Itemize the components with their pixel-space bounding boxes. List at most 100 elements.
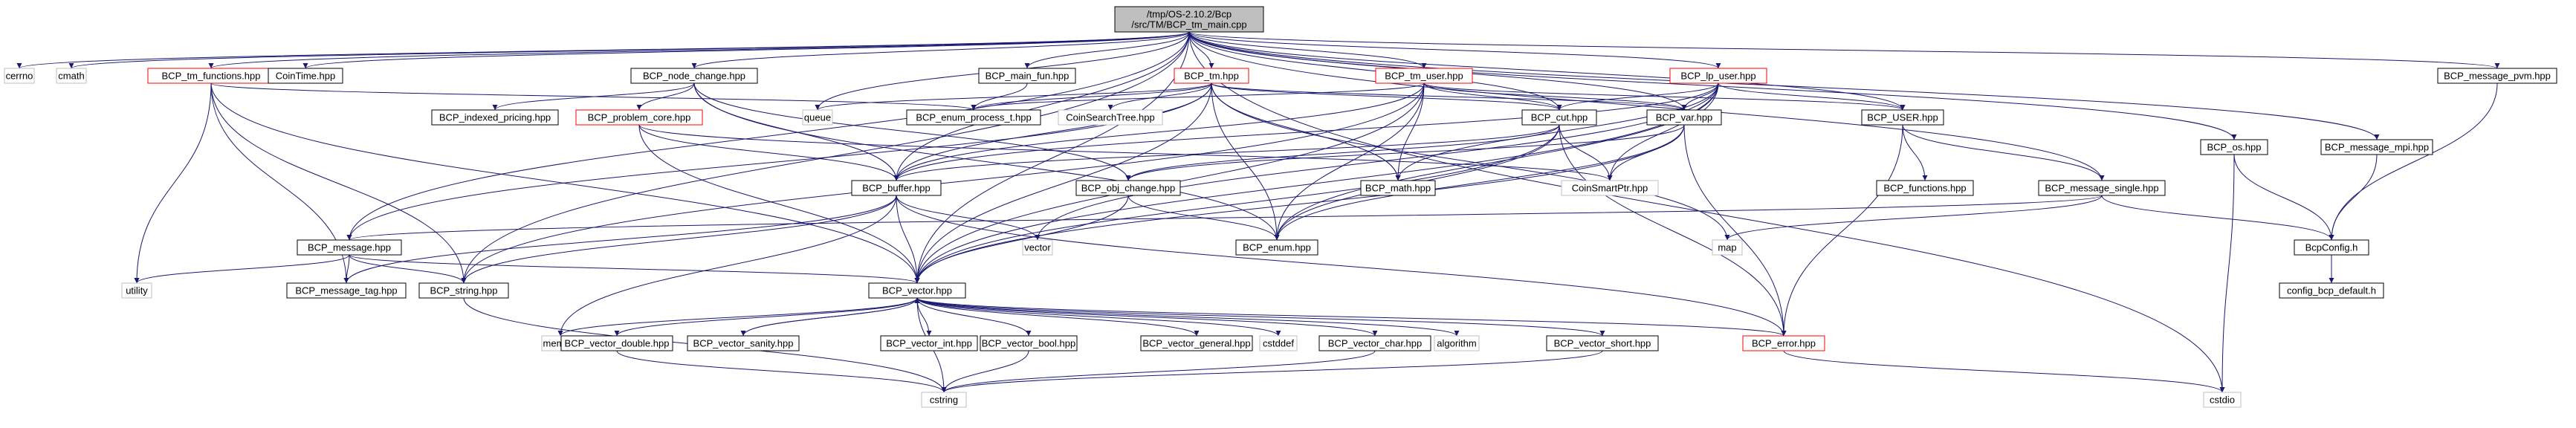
node-box-bcp_lp_user	[1669, 68, 1767, 84]
edge-bcp_cut-to-coinsmartptr	[1559, 124, 1613, 181]
node-label-bcp_problem_core: BCP_problem_core.hpp	[588, 112, 691, 123]
node-bcp_lp_user[interactable]: BCP_lp_user.hpp	[1669, 68, 1767, 84]
node-box-map	[1712, 239, 1743, 256]
node-label-bcp_message_single: BCP_message_single.hpp	[2045, 183, 2158, 194]
edge-root-to-bcp_main_fun	[1024, 31, 1190, 69]
edge-bcp_os-to-bcpconfig	[2233, 154, 2334, 241]
node-bcp_vector_double[interactable]: BCP_vector_double.hpp	[560, 335, 673, 351]
node-box-bcpconfig	[2294, 239, 2369, 256]
node-bcp_vector_general[interactable]: BCP_vector_general.hpp	[1140, 335, 1253, 351]
edge-root-to-bcp_message_single	[1188, 31, 2105, 181]
node-bcp_tm_functions[interactable]: BCP_tm_functions.hpp	[147, 68, 275, 84]
node-coinsearchtree: CoinSearchTree.hpp	[1058, 109, 1163, 126]
node-label-bcp_enum_process_t: BCP_enum_process_t.hpp	[916, 112, 1031, 123]
edge-bcp_user-to-bcp_functions	[1902, 124, 1928, 181]
node-bcp_user[interactable]: BCP_USER.hpp	[1861, 109, 1944, 126]
node-config_bcp_default[interactable]: config_bcp_default.h	[2279, 282, 2384, 299]
edge-bcp_message_mpi-to-bcpconfig	[2329, 154, 2378, 241]
node-bcp_vector_sanity[interactable]: BCP_vector_sanity.hpp	[687, 335, 800, 351]
node-bcp_message_pvm[interactable]: BCP_message_pvm.hpp	[2437, 68, 2557, 84]
node-label-bcp_message_pvm: BCP_message_pvm.hpp	[2444, 71, 2551, 82]
node-box-bcp_obj_change	[1075, 180, 1181, 196]
node-bcp_node_change[interactable]: BCP_node_change.hpp	[630, 68, 758, 84]
node-utility: utility	[121, 282, 152, 299]
node-label-bcp_cut: BCP_cut.hpp	[1531, 112, 1588, 123]
node-label-bcp_buffer: BCP_buffer.hpp	[862, 183, 931, 194]
node-box-bcp_main_fun	[978, 68, 1076, 84]
edge-bcp_cut-to-bcp_obj_change	[1125, 124, 1560, 181]
edge-bcp_message-to-utility	[134, 254, 350, 284]
node-bcp_functions[interactable]: BCP_functions.hpp	[1876, 180, 1974, 196]
edge-bcp_problem_core-to-bcp_vector	[638, 124, 920, 284]
node-box-bcp_message_single	[2038, 180, 2166, 196]
node-bcp_error[interactable]: BCP_error.hpp	[1742, 335, 1825, 351]
node-bcp_main_fun[interactable]: BCP_main_fun.hpp	[978, 68, 1076, 84]
node-bcp_message_tag[interactable]: BCP_message_tag.hpp	[286, 282, 407, 299]
edge-bcp_tm-to-queue	[815, 82, 1212, 111]
node-bcp_string[interactable]: BCP_string.hpp	[418, 282, 509, 299]
node-bcp_message[interactable]: BCP_message.hpp	[297, 239, 402, 256]
node-bcp_message_mpi[interactable]: BCP_message_mpi.hpp	[2320, 139, 2433, 155]
node-label-cerrno: cerrno	[6, 71, 33, 82]
node-box-utility	[121, 282, 152, 299]
edge-bcp_vector_short-to-cstring	[941, 350, 1603, 393]
node-label-root-1: /src/TM/BCP_tm_main.cpp	[1131, 19, 1246, 30]
node-bcp_tm[interactable]: BCP_tm.hpp	[1174, 68, 1249, 84]
node-box-config_bcp_default	[2279, 282, 2384, 299]
edge-bcp_user-to-bcp_error	[1781, 124, 1903, 337]
node-bcp_buffer[interactable]: BCP_buffer.hpp	[851, 180, 942, 196]
node-bcp_message_single[interactable]: BCP_message_single.hpp	[2038, 180, 2166, 196]
node-label-bcp_error: BCP_error.hpp	[1752, 338, 1816, 349]
edge-bcp_tm_functions-to-bcp_string	[210, 82, 467, 284]
node-bcp_enum[interactable]: BCP_enum.hpp	[1235, 239, 1318, 256]
node-label-bcp_enum: BCP_enum.hpp	[1243, 242, 1311, 253]
edge-root-to-bcp_message	[346, 31, 1190, 241]
node-cmath: cmath	[56, 68, 87, 84]
edge-bcp_message_single-to-bcp_message	[347, 195, 2103, 241]
edge-bcp_message_single-to-map	[1724, 195, 2103, 241]
node-box-bcp_vector_general	[1140, 335, 1253, 351]
node-box-bcp_tm_user	[1375, 68, 1473, 84]
node-box-bcp_tm	[1174, 68, 1249, 84]
node-bcp_tm_user[interactable]: BCP_tm_user.hpp	[1375, 68, 1473, 84]
node-label-coinsearchtree: CoinSearchTree.hpp	[1066, 112, 1154, 123]
node-bcp_vector_bool[interactable]: BCP_vector_bool.hpp	[980, 335, 1078, 351]
node-label-bcp_main_fun: BCP_main_fun.hpp	[986, 71, 1069, 82]
node-label-bcp_vector_bool: BCP_vector_bool.hpp	[982, 338, 1075, 349]
node-map: map	[1712, 239, 1743, 256]
node-bcp_var[interactable]: BCP_var.hpp	[1646, 109, 1722, 126]
edge-bcp_vector-to-bcp_vector_bool	[916, 297, 1032, 337]
node-root[interactable]: /tmp/OS-2.10.2/Bcp/src/TM/BCP_tm_main.cp…	[1114, 6, 1264, 33]
node-bcp_math[interactable]: BCP_math.hpp	[1360, 180, 1436, 196]
node-bcpconfig[interactable]: BcpConfig.h	[2294, 239, 2369, 256]
node-bcp_indexed_pricing[interactable]: BCP_indexed_pricing.hpp	[431, 109, 559, 126]
node-label-bcp_message: BCP_message.hpp	[308, 242, 391, 253]
node-bcp_cut[interactable]: BCP_cut.hpp	[1521, 109, 1597, 126]
edge-bcp_tm_user-to-bcp_cut	[1423, 82, 1562, 111]
node-label-coinsmartptr: CoinSmartPtr.hpp	[1572, 183, 1648, 194]
node-bcp_problem_core[interactable]: BCP_problem_core.hpp	[575, 109, 703, 126]
node-bcp_os[interactable]: BCP_os.hpp	[2200, 139, 2268, 155]
node-box-bcp_user	[1861, 109, 1944, 126]
edge-bcp_buffer-to-vector	[896, 195, 1041, 241]
node-bcp_vector[interactable]: BCP_vector.hpp	[868, 282, 966, 299]
node-bcp_vector_short[interactable]: BCP_vector_short.hpp	[1546, 335, 1659, 351]
node-bcp_vector_int[interactable]: BCP_vector_int.hpp	[880, 335, 978, 351]
node-label-bcp_user: BCP_USER.hpp	[1867, 112, 1938, 123]
edge-bcp_buffer-to-memory	[557, 195, 897, 337]
node-label-bcp_vector_sanity: BCP_vector_sanity.hpp	[693, 338, 794, 349]
edge-root-to-bcp_tm_functions	[208, 31, 1190, 69]
edge-bcp_node_change-to-bcp_indexed_pricing	[492, 82, 695, 111]
node-cointime[interactable]: CoinTime.hpp	[268, 68, 343, 84]
node-algorithm: algorithm	[1434, 335, 1480, 351]
edge-bcp_problem_core-to-coinsmartptr	[638, 124, 1613, 181]
edge-bcp_lp_user-to-bcp_user	[1718, 82, 1906, 111]
node-box-bcp_var	[1646, 109, 1722, 126]
edge-bcp_tm_functions-to-utility	[134, 82, 212, 284]
node-bcp_obj_change[interactable]: BCP_obj_change.hpp	[1075, 180, 1181, 196]
node-bcp_vector_char[interactable]: BCP_vector_char.hpp	[1318, 335, 1431, 351]
node-box-bcp_vector_bool	[980, 335, 1078, 351]
node-bcp_enum_process_t[interactable]: BCP_enum_process_t.hpp	[906, 109, 1041, 126]
edge-bcp_tm_user-to-bcp_math	[1395, 82, 1425, 181]
node-box-bcp_enum_process_t	[906, 109, 1041, 126]
